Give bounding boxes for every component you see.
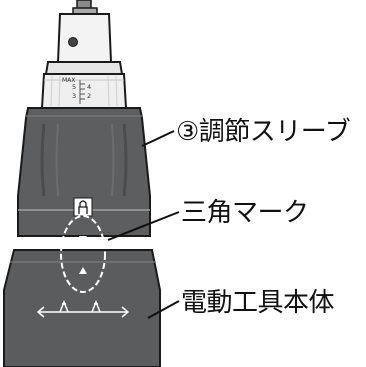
- chuck-head: [56, 13, 113, 63]
- clutch-ring: MAX 5 4 3 2: [40, 61, 128, 109]
- triangle-up-icon: [79, 267, 87, 274]
- leader-line-sleeve: [141, 130, 175, 147]
- scale-number: 5: [72, 83, 76, 91]
- tool-body-label: 電動工具本体: [181, 288, 335, 318]
- adjust-sleeve: [17, 107, 151, 237]
- leader-line-mark: [107, 211, 180, 241]
- scale-number: 2: [87, 92, 91, 100]
- mark-highlight-ellipse: [60, 215, 106, 293]
- scale-max-label: MAX: [62, 77, 75, 84]
- scale-number: 4: [87, 83, 91, 91]
- triangle-mark-label: 三角マーク: [181, 198, 309, 228]
- leader-lines: [107, 130, 180, 319]
- adjust-sleeve-label: ③調節スリーブ: [176, 117, 351, 147]
- triangle-down-icon: [79, 236, 87, 243]
- chuck-hole: [68, 37, 78, 47]
- leader-line-body: [147, 300, 180, 319]
- tool-body: [3, 249, 161, 367]
- triangle-marks: [79, 236, 87, 243]
- rotation-direction-icon: [36, 299, 130, 318]
- scale-number: 3: [72, 92, 76, 100]
